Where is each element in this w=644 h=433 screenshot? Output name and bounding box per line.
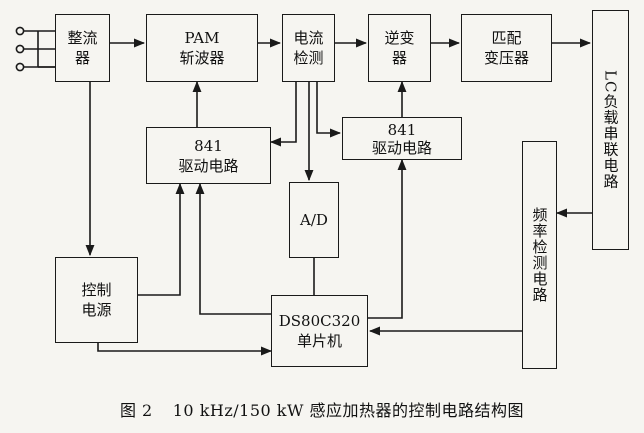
arrow-control-power-to-driver-left <box>138 182 185 296</box>
current-detect-label-line2: 检测 <box>293 49 324 67</box>
driver-right-label-line2: 驱动电路 <box>371 138 432 157</box>
lc-load-label: LC负载串联电路 <box>601 70 620 190</box>
pam-chopper-label-line2: 斩波器 <box>179 49 225 67</box>
arrow-mcu-to-driver-left <box>195 182 271 315</box>
input-terminal-3 <box>15 62 25 72</box>
driver-left-label-line2: 驱动电路 <box>178 156 239 175</box>
control-power-label-line2: 电源 <box>81 301 112 319</box>
inverter-label-line2: 器 <box>391 49 407 67</box>
pam-chopper-label-line1: PAM <box>184 29 220 47</box>
control-power-label-line1: 控制 <box>81 281 112 299</box>
driver-left-label-line1: 841 <box>194 136 223 155</box>
rectifier-block: 整流 器 <box>55 14 110 82</box>
input-terminal-1 <box>15 26 25 36</box>
freq-detect-label: 频率检测电路 <box>530 207 549 303</box>
mcu-label-line2: 单片机 <box>296 332 342 350</box>
driver-right-label-line1: 841 <box>387 120 417 139</box>
mcu-label-line1: DS80C320 <box>278 312 361 330</box>
figure-title: 10 kHz/150 kW 感应加热器的控制电路结构图 <box>172 401 525 420</box>
figure-number: 图 2 <box>119 401 153 420</box>
inverter-label-line1: 逆变 <box>384 29 415 47</box>
figure-caption: 图 2 10 kHz/150 kW 感应加热器的控制电路结构图 <box>0 397 644 421</box>
arrow-mcu-to-driver-right <box>368 158 407 319</box>
pam-chopper-block: PAM 斩波器 <box>146 14 258 82</box>
freq-detect-block: 频率检测电路 <box>522 141 557 369</box>
driver-left-block: 841 驱动电路 <box>146 127 271 184</box>
arrow-input-to-control-power <box>38 66 95 257</box>
rectifier-label-line2: 器 <box>74 49 90 67</box>
adc-label: A/D <box>300 211 328 229</box>
rectifier-label-line1: 整流 <box>67 29 98 47</box>
matching-transformer-block: 匹配 变压器 <box>461 14 552 82</box>
matching-transformer-label-line2: 变压器 <box>483 49 529 67</box>
matching-transformer-label-line1: 匹配 <box>491 29 522 47</box>
adc-block: A/D <box>289 182 339 258</box>
driver-right-block: 841 驱动电路 <box>342 117 462 160</box>
arrow-control-power-to-mcu <box>97 343 273 356</box>
inverter-block: 逆变 器 <box>368 14 431 82</box>
arrow-current-to-driver-left <box>269 82 297 147</box>
control-power-block: 控制 电源 <box>55 257 138 343</box>
lc-load-block: LC负载串联电路 <box>592 10 629 250</box>
arrow-current-to-driver-right <box>316 82 342 138</box>
mcu-block: DS80C320 单片机 <box>271 295 368 367</box>
current-detect-block: 电流 检测 <box>282 14 335 82</box>
current-detect-label-line1: 电流 <box>293 29 324 47</box>
input-terminal-2 <box>15 44 25 54</box>
